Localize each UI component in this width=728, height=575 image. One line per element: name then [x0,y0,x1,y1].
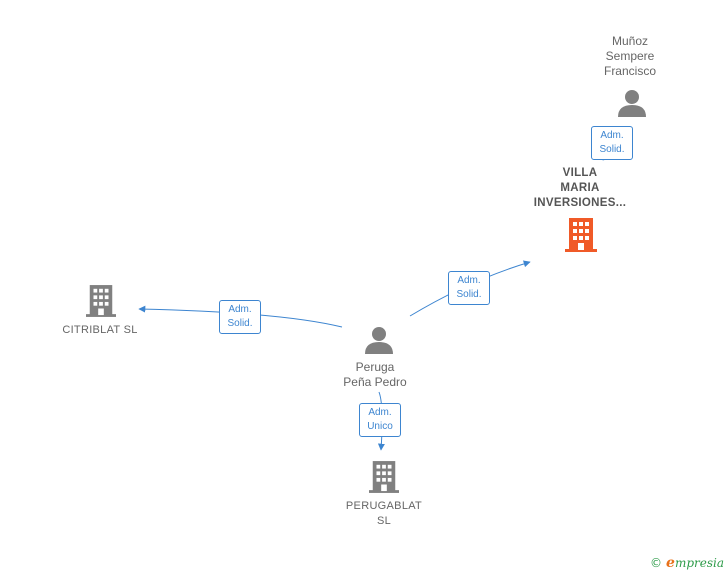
company-name-perugablat[interactable]: PERUGABLAT SL [345,500,423,527]
relation-badge[interactable]: Adm. Solid. [591,126,633,160]
relation-subtype: Solid. [227,318,253,329]
brand-logo-initial: e [666,555,675,571]
person-name-peruga-pena[interactable]: Peruga Peña Pedro [343,360,407,389]
relation-subtype: Solid. [456,289,482,300]
person-name-munoz-sempere[interactable]: Muñoz Sempere Francisco [603,34,656,78]
relation-badge[interactable]: Adm. Solid. [448,271,490,305]
relation-type: Adm. [228,304,252,315]
company-name-citriblat[interactable]: CITRIBLAT SL [62,324,138,336]
relation-type: Adm. [600,130,624,141]
relation-subtype: Unico [367,421,393,432]
company-name-villa-maria[interactable]: VILLA MARIA INVERSIONES... [533,167,627,209]
relation-type: Adm. [368,407,392,418]
building-icon[interactable] [565,218,597,257]
person-icon[interactable] [617,88,647,123]
brand-footer: ©empresia [650,555,724,571]
relation-type: Adm. [457,275,481,286]
copyright-icon: © [650,556,663,570]
relation-badge[interactable]: Adm. Unico [359,403,401,437]
building-icon[interactable] [86,284,116,323]
relation-badge[interactable]: Adm. Solid. [219,300,261,334]
relation-subtype: Solid. [599,144,625,155]
person-icon[interactable] [364,325,394,360]
brand-logo-text: mpresia [674,556,724,570]
building-icon[interactable] [369,460,399,499]
